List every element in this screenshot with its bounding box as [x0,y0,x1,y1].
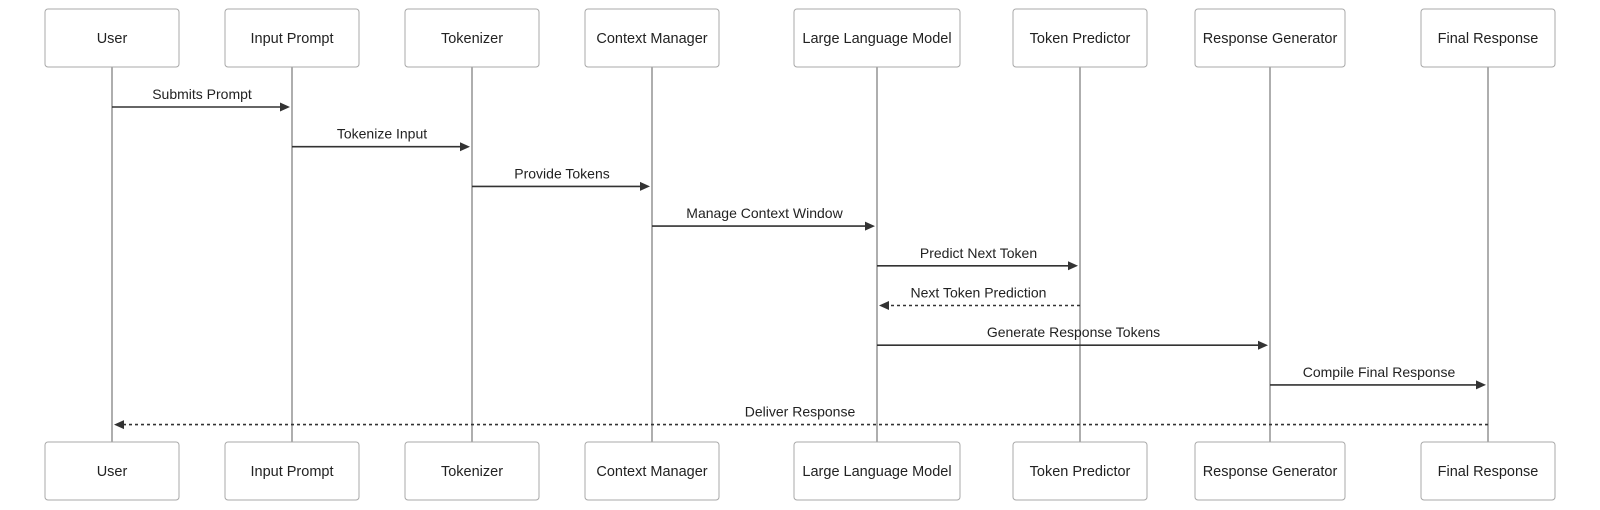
message-provide-tokens: Provide Tokens [472,165,650,191]
actor-box [793,8,961,68]
actor-top-final-response: Final Response [1420,8,1556,68]
actor-box [44,8,180,68]
actor-top-large-language-model: Large Language Model [793,8,961,68]
arrowhead [879,301,889,310]
actor-bottom-context-manager: Context Manager [584,441,720,501]
actor-label: User [97,464,128,480]
actor-top-token-predictor: Token Predictor [1012,8,1148,68]
arrowhead [1258,340,1268,350]
message-tokenize-input: Tokenize Input [292,126,470,152]
message-label: Compile Final Response [1303,364,1456,380]
actor-box [44,441,180,501]
actor-top-user: User [44,8,180,68]
arrowhead [1476,380,1486,390]
actor-box [404,441,540,501]
arrowhead [865,221,875,231]
arrowhead [114,420,124,430]
arrowhead [280,102,290,112]
message-label: Deliver Response [745,404,856,420]
actor-label: Final Response [1438,31,1539,47]
actor-box [584,441,720,501]
message-label: Provide Tokens [514,165,609,181]
actor-label: Response Generator [1203,31,1338,47]
message-label: Predict Next Token [920,245,1037,261]
actor-label: Final Response [1438,464,1539,480]
actor-label: Input Prompt [250,31,333,47]
actor-bottom-large-language-model: Large Language Model [793,441,961,501]
actor-top-tokenizer: Tokenizer [404,8,540,68]
arrowhead [640,181,650,191]
message-generate-response-tokens: Generate Response Tokens [877,324,1268,350]
actor-box [1194,8,1346,68]
arrowhead [460,142,470,152]
actor-box [224,441,360,501]
message-label: Tokenize Input [337,126,427,142]
actor-box [224,8,360,68]
actor-box [1420,441,1556,501]
actor-label: Context Manager [596,31,707,47]
actor-label: Context Manager [596,464,707,480]
actor-box [1194,441,1346,501]
message-label: Submits Prompt [152,86,252,102]
arrowhead [1068,261,1078,271]
actor-label: User [97,31,128,47]
actor-bottom-final-response: Final Response [1420,441,1556,501]
actor-box [1012,441,1148,501]
actor-label: Input Prompt [250,464,333,480]
message-label: Generate Response Tokens [987,324,1160,340]
actor-label: Tokenizer [441,31,503,47]
actor-top-input-prompt: Input Prompt [224,8,360,68]
actor-label: Large Language Model [802,464,951,480]
actor-bottom-user: User [44,441,180,501]
actor-top-response-generator: Response Generator [1194,8,1346,68]
message-label: Manage Context Window [686,205,843,221]
actor-label: Token Predictor [1030,31,1131,47]
actor-box [404,8,540,68]
message-next-token-prediction: Next Token Prediction [879,285,1080,310]
actor-bottom-response-generator: Response Generator [1194,441,1346,501]
actor-box [1012,8,1148,68]
actor-label: Token Predictor [1030,464,1131,480]
actor-box [1420,8,1556,68]
message-compile-final-response: Compile Final Response [1270,364,1486,390]
actor-bottom-tokenizer: Tokenizer [404,441,540,501]
actor-bottom-token-predictor: Token Predictor [1012,441,1148,501]
actor-box [584,8,720,68]
actors-top: User Input Prompt Tokenizer Context Manager… [44,8,1556,68]
actor-bottom-input-prompt: Input Prompt [224,441,360,501]
message-manage-context-window: Manage Context Window [652,205,875,231]
message-deliver-response: Deliver Response [114,404,1488,430]
actors-bottom: User Input Prompt Tokenizer Context Manager… [44,441,1556,501]
lifelines [111,67,1489,442]
message-predict-next-token: Predict Next Token [877,245,1078,271]
actor-label: Tokenizer [441,464,503,480]
actor-label: Large Language Model [802,31,951,47]
actor-box [793,441,961,501]
message-label: Next Token Prediction [911,285,1047,301]
actor-top-context-manager: Context Manager [584,8,720,68]
actor-label: Response Generator [1203,464,1338,480]
message-submits-prompt: Submits Prompt [112,86,290,112]
